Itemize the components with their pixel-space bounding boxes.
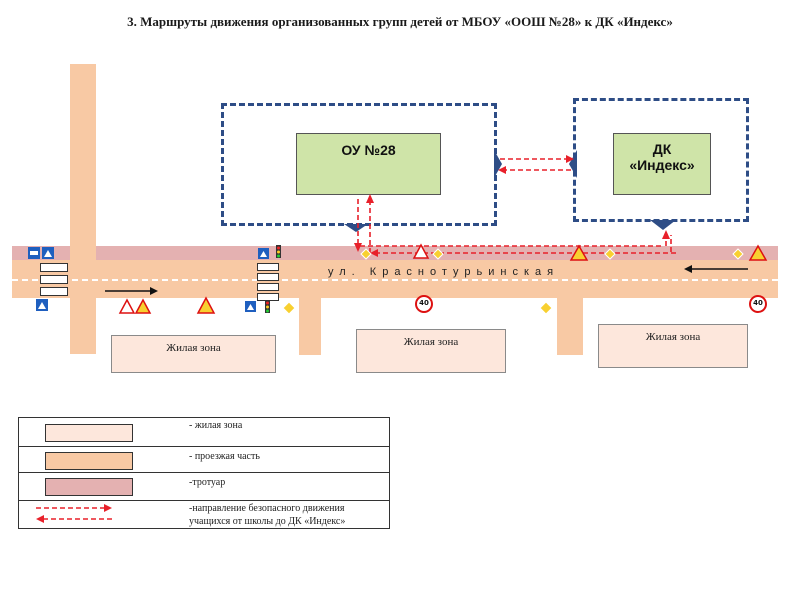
street-name: ул. Краснотурьинская	[328, 266, 560, 278]
legend-row-living-zone: - жилая зона	[19, 418, 389, 447]
living-zone-3: Жилая зона	[598, 324, 748, 368]
legend-row-route: -направление безопасного движения учащих…	[19, 501, 389, 529]
traffic-light-icon	[276, 245, 281, 258]
pedestrian-crossing-sign-icon-3	[258, 248, 269, 259]
culture-house-building: ДК «Индекс»	[613, 133, 711, 195]
school-gate-right-icon	[494, 150, 502, 178]
culture-house-gate-bottom-icon	[650, 220, 676, 230]
road-works-sign-icon-2	[569, 244, 589, 261]
road-works-sign-icon	[196, 296, 216, 314]
legend: - жилая зона - проезжая часть -тротуар -…	[18, 417, 390, 529]
safe-route-lines	[357, 158, 676, 254]
pedestrian-crossing-sign-icon	[42, 247, 54, 259]
legend-swatch-roadway	[45, 452, 133, 470]
legend-swatch-living-zone	[45, 424, 133, 442]
speed-limit-sign-icon	[415, 295, 767, 313]
vertical-road-left	[70, 64, 96, 354]
legend-text-sidewalk: -тротуар	[189, 477, 226, 488]
vertical-road-middle	[299, 285, 321, 355]
culture-house-label-line1: ДК	[652, 141, 672, 157]
culture-house-gate-left-icon	[569, 150, 577, 178]
culture-house-label-line2: «Индекс»	[629, 157, 695, 173]
legend-route-arrows	[36, 507, 112, 520]
legend-text-living-zone: - жилая зона	[189, 420, 243, 431]
legend-text-roadway: - проезжая часть	[189, 451, 260, 462]
vertical-road-left-overlay	[70, 246, 96, 260]
crosswalk-left	[40, 263, 68, 297]
road-works-sign-icon-3	[748, 244, 768, 261]
priority-road-sign-icon	[282, 248, 744, 315]
bus-stop-sign-icon	[28, 247, 40, 259]
living-zone-1: Жилая зона	[111, 335, 276, 373]
school-gate-bottom-icon	[344, 224, 368, 232]
speed-limit-value-1: 40	[419, 299, 429, 307]
living-zone-2: Жилая зона	[356, 329, 506, 373]
legend-row-roadway: - проезжая часть	[19, 447, 389, 473]
legend-text-route-line1: -направление безопасного движения	[189, 503, 345, 514]
traffic-light-icon-2	[265, 300, 270, 313]
children-warning-sign-icon	[118, 298, 152, 314]
legend-swatch-sidewalk	[45, 478, 133, 496]
legend-route-arrowheads	[36, 504, 112, 523]
speed-limit-value-2: 40	[753, 299, 763, 307]
safe-route-arrowheads	[354, 155, 670, 257]
page-title: 3. Маршруты движения организованных груп…	[127, 14, 673, 29]
pedestrian-crossing-sign-icon-2	[36, 299, 48, 311]
pedestrian-crossing-sign-icon-4	[245, 301, 256, 312]
legend-text-route-line2: учащихся от школы до ДК «Индекс»	[189, 516, 346, 527]
school-label: ОУ №28	[341, 142, 396, 158]
school-building: ОУ №28	[296, 133, 441, 195]
legend-row-sidewalk: -тротуар	[19, 473, 389, 501]
road-center-line	[12, 279, 778, 281]
children-warning-sign-icon-2	[412, 243, 430, 259]
traffic-direction-arrow-icon	[105, 287, 158, 295]
traffic-direction-arrow-icon-right	[684, 265, 748, 273]
